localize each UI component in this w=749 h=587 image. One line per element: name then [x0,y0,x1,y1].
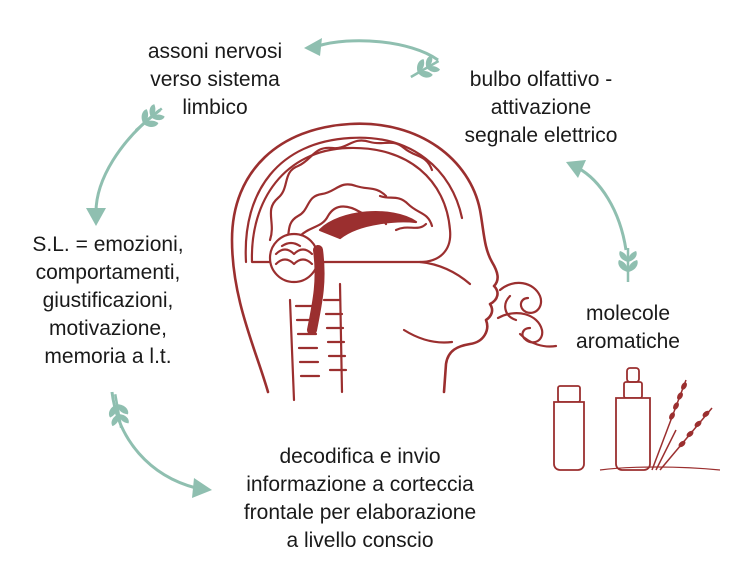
arrowhead-icon [86,208,106,226]
leaf-sprig-icon [134,104,165,132]
label-assoni-nervosi: assoni nervosi verso sistema limbico [130,38,300,122]
label-line: attivazione [490,96,592,119]
arrowhead-icon [304,38,322,56]
label-line: bulbo olfattivo - [469,68,613,91]
arrowhead-icon [566,160,586,178]
arrow-molecole-to-bulbo [577,166,628,251]
label-line: motivazione, [49,317,167,340]
leaf-sprig-icon [410,55,440,79]
label-line: decodifica e invio [279,445,441,468]
label-line: segnale elettrico [464,124,618,147]
leaf-sprig-icon [618,248,638,282]
label-decodifica: decodifica e invio informazione a cortec… [200,443,520,555]
leaf-sprig-icon [108,394,129,428]
label-line: comportamenti, [35,261,181,284]
label-line: aromatiche [576,330,680,353]
label-line: giustificazioni, [42,289,174,312]
label-line: a livello conscio [286,529,434,552]
label-line: limbico [182,96,248,119]
lavender-sprig-icon [599,379,721,471]
label-line: molecole [585,302,671,325]
arrow-bulbo-to-assoni [317,39,439,62]
label-line: memoria a l.t. [44,345,172,368]
arrowhead-icon [192,478,212,498]
label-line: informazione a corteccia [246,473,474,496]
label-line: assoni nervosi [147,40,283,63]
label-molecole-aromatiche: molecole aromatiche [548,300,708,356]
label-line: verso sistema [150,68,280,91]
label-line: frontale per elaborazione [243,501,477,524]
label-bulbo-olfattivo: bulbo olfattivo - attivazione segnale el… [436,66,646,150]
label-sistema-limbico: S.L. = emozioni, comportamenti, giustifi… [8,231,208,371]
label-line: S.L. = emozioni, [32,233,184,256]
